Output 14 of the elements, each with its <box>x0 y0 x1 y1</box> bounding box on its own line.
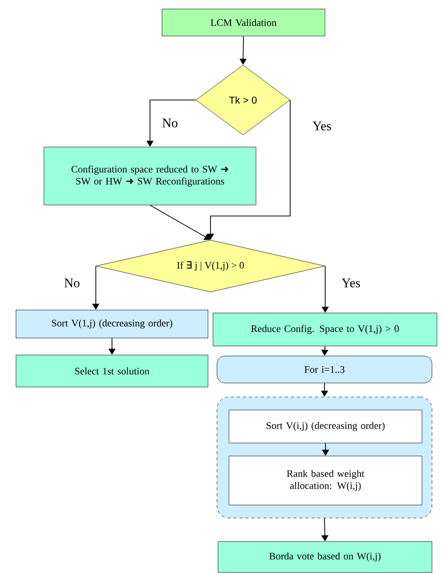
edge-label: No <box>63 278 81 288</box>
process-box: Sort V(1,j) (decreasing order) <box>16 310 208 338</box>
edge-label: Yes <box>340 278 362 288</box>
process-box: Configuration space reduced to SW ➜ SW or HW ➜ SW Reconfigurations <box>44 146 256 206</box>
arrow <box>150 204 210 240</box>
process-box: Reduce Config. Space to V(1,j) > 0 <box>212 312 438 346</box>
process-box: Sort V(i,j) (decreasing order) <box>228 410 422 444</box>
process-box: LCM Validation <box>162 8 326 36</box>
loop-box: For i=1..3 <box>216 356 432 384</box>
edge-label: No <box>161 118 179 128</box>
process-box: Select 1st solution <box>16 354 208 388</box>
process-box: Borda vote based on W(i,j) <box>218 541 432 573</box>
process-box: Rank based weight allocation: W(i,j) <box>228 456 422 506</box>
edge-label: Yes <box>312 120 332 132</box>
